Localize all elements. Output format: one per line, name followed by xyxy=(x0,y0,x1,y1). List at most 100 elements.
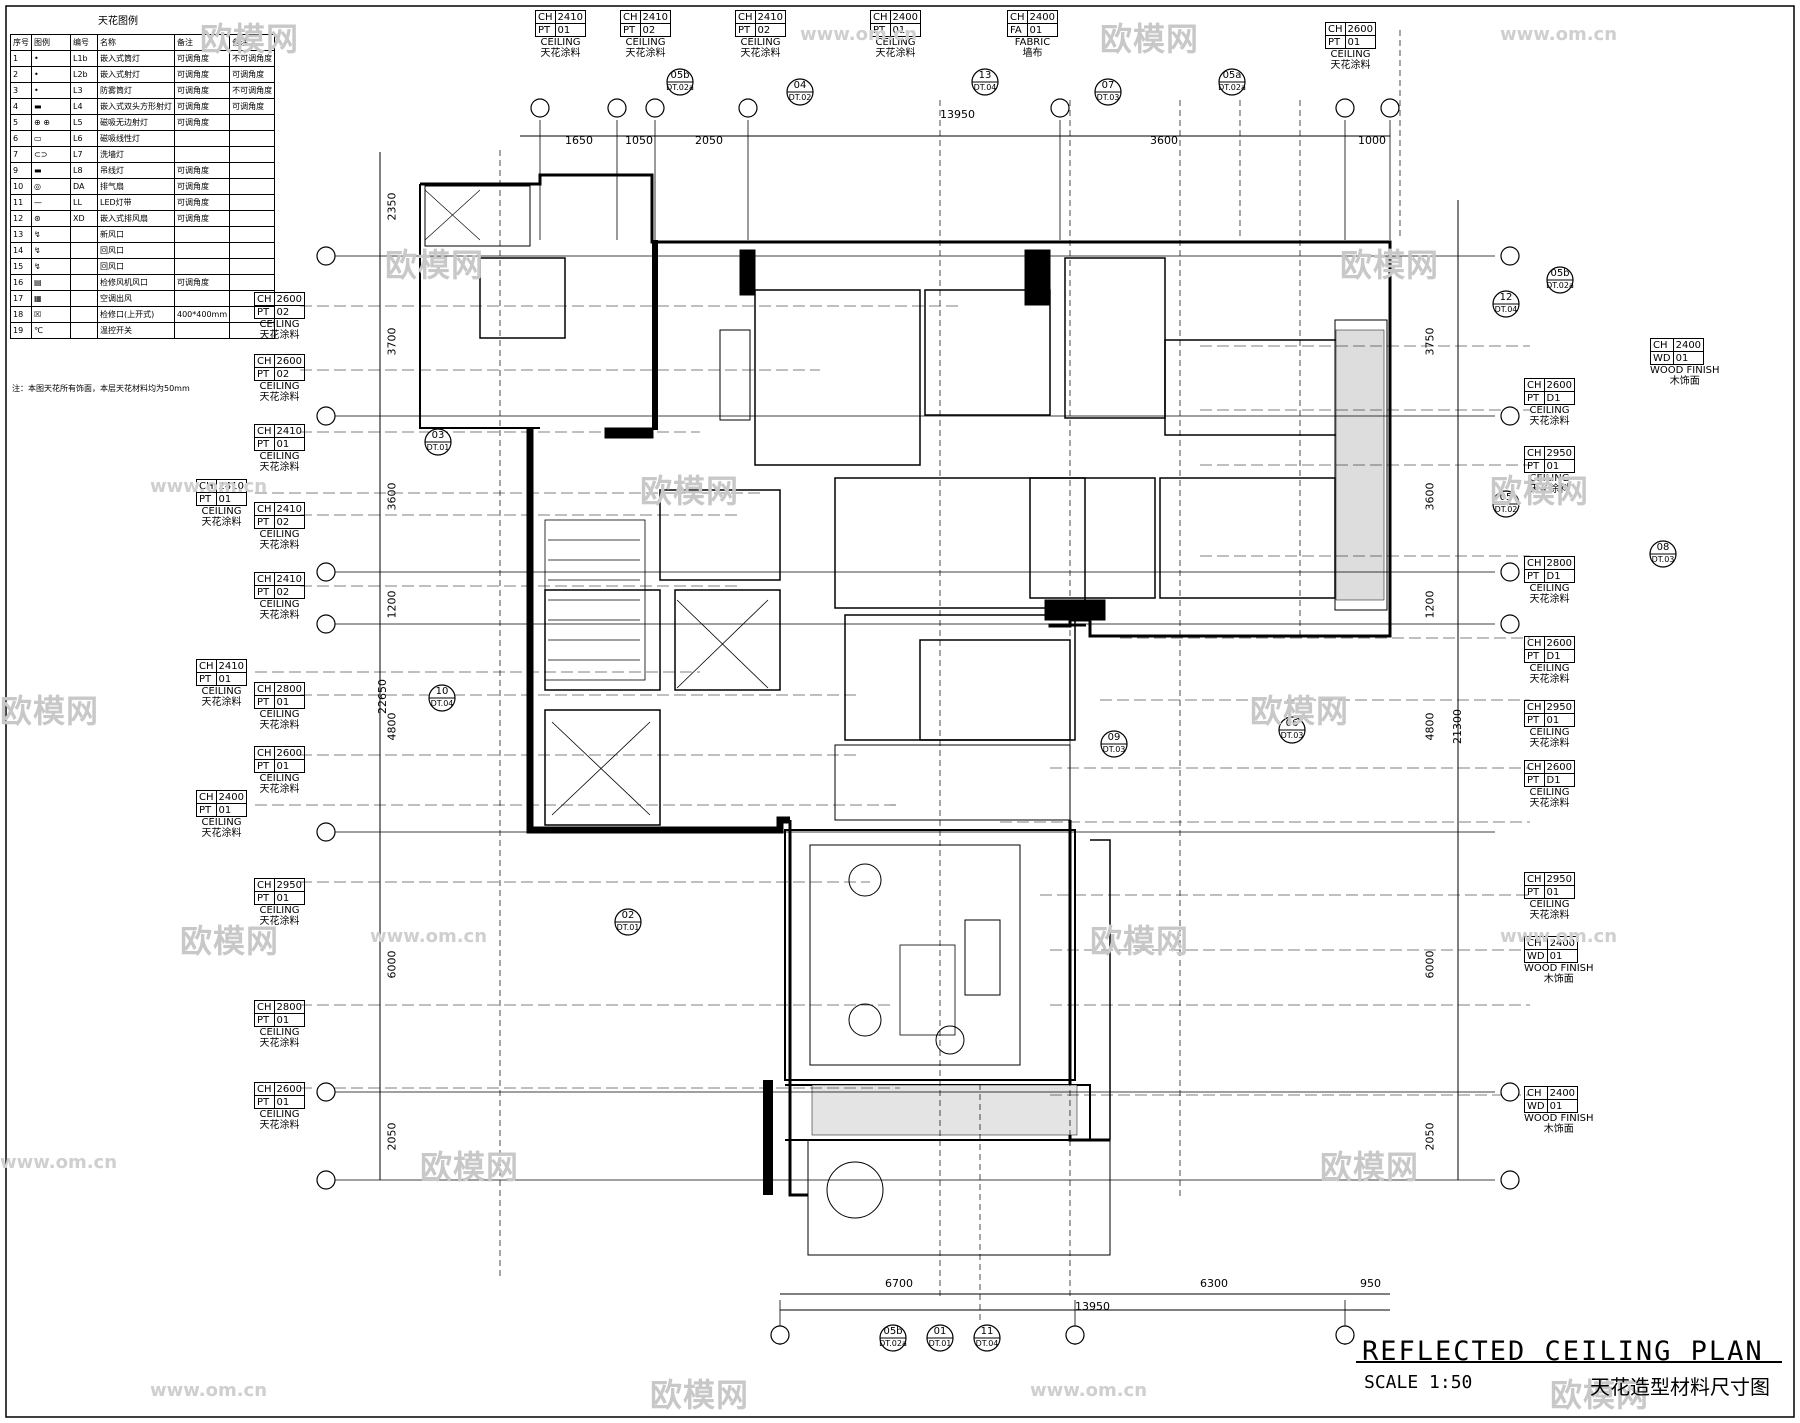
grid-bubble xyxy=(645,98,665,118)
legend-row: 15↯回风口 xyxy=(10,258,276,275)
grid-bubble xyxy=(316,246,336,266)
watermark-url: www.om.cn xyxy=(800,24,918,45)
section-ref: DT.04 xyxy=(975,1339,999,1348)
tag-height: 2600 xyxy=(1543,636,1575,650)
dimension-label: 4800 xyxy=(385,712,399,741)
tag-code: D1 xyxy=(1543,569,1575,583)
tag-name: CEILING xyxy=(1330,49,1371,60)
section-marker-symbol xyxy=(1649,540,1677,568)
tag-code: 01 xyxy=(1546,1099,1579,1113)
tag-code: 01 xyxy=(1026,23,1058,37)
tag-material: PT xyxy=(254,305,275,319)
watermark-text: 欧模网 xyxy=(1490,472,1590,510)
tag-name-zh: 木饰面 xyxy=(1543,974,1574,985)
section-marker-symbol xyxy=(428,684,456,712)
tag-name-zh: 天花涂料 xyxy=(201,697,242,708)
section-marker-symbol xyxy=(424,428,452,456)
tag-code: 01 xyxy=(273,437,305,451)
tag-name-zh: 天花涂料 xyxy=(1330,60,1371,71)
tag-height: 2600 xyxy=(1543,760,1575,774)
section-ref: DT.01 xyxy=(426,443,450,452)
watermark-url: www.om.cn xyxy=(150,1380,268,1401)
tag-name-zh: 天花涂料 xyxy=(875,48,916,59)
watermark-text: 欧模网 xyxy=(385,246,485,284)
grid-bubble xyxy=(607,98,627,118)
watermark-text: 欧模网 xyxy=(200,20,300,58)
watermark-text: 欧模网 xyxy=(0,692,100,730)
watermark-text: 欧模网 xyxy=(1550,1376,1650,1414)
dimension-label: 3600 xyxy=(1423,482,1437,511)
section-id: 04 xyxy=(793,80,807,91)
tag-height: 2800 xyxy=(273,1000,305,1014)
tag-name: CEILING xyxy=(875,37,916,48)
tag-material: PT xyxy=(1524,569,1545,583)
tag-height: 2410 xyxy=(639,10,671,24)
dimension-label: 2050 xyxy=(385,1122,399,1151)
tag-ch-label: CH xyxy=(254,1082,275,1096)
tag-name-zh: 天花涂料 xyxy=(740,48,781,59)
section-ref: DT.02a xyxy=(1546,281,1574,290)
tag-name: CEILING xyxy=(259,381,300,392)
tag-code: 01 xyxy=(554,23,586,37)
tag-name: CEILING xyxy=(259,1027,300,1038)
section-marker-symbol xyxy=(1218,68,1246,96)
tag-name: CEILING xyxy=(201,506,242,517)
tag-name: CEILING xyxy=(740,37,781,48)
tag-height: 2950 xyxy=(273,878,305,892)
tag-name-zh: 天花涂料 xyxy=(1529,416,1570,427)
section-marker-symbol xyxy=(614,908,642,936)
tag-name: CEILING xyxy=(540,37,581,48)
tag-name: CEILING xyxy=(625,37,666,48)
dimension-label: 3600 xyxy=(385,482,399,511)
section-id: 05b xyxy=(670,70,690,81)
tag-name: CEILING xyxy=(1529,727,1570,738)
tag-material: PT xyxy=(254,515,275,529)
grid-bubble xyxy=(1500,614,1520,634)
tag-name-zh: 木饰面 xyxy=(1543,1124,1574,1135)
section-id: 05a xyxy=(1222,70,1242,81)
watermark-text: 欧模网 xyxy=(1090,922,1190,960)
tag-material: WD xyxy=(1524,949,1548,963)
tag-material: PT xyxy=(196,672,217,686)
tag-height: 2600 xyxy=(1344,22,1376,36)
tag-ch-label: CH xyxy=(254,292,275,306)
tag-ch-label: CH xyxy=(254,682,275,696)
section-id: 12 xyxy=(1499,292,1513,303)
tag-code: 01 xyxy=(273,1095,305,1109)
tag-name-zh: 天花涂料 xyxy=(259,1120,300,1131)
grid-bubble xyxy=(316,1082,336,1102)
tag-name: CEILING xyxy=(259,709,300,720)
tag-code: 02 xyxy=(273,305,305,319)
tag-code: 02 xyxy=(754,23,786,37)
tag-ch-label: CH xyxy=(254,572,275,586)
section-ref: DT.01 xyxy=(616,923,640,932)
tag-code: 01 xyxy=(1543,459,1575,473)
grid-bubble xyxy=(1065,1325,1085,1345)
section-ref: DT.03 xyxy=(1102,745,1126,754)
tag-ch-label: CH xyxy=(1524,556,1545,570)
tag-code: 01 xyxy=(215,803,247,817)
tag-code: 01 xyxy=(215,492,247,506)
tag-name: CEILING xyxy=(1529,663,1570,674)
watermark-text: 欧模网 xyxy=(1340,246,1440,284)
tag-name-zh: 天花涂料 xyxy=(1529,484,1570,495)
tag-ch-label: CH xyxy=(1524,760,1545,774)
section-marker-symbol xyxy=(971,68,999,96)
section-ref: DT.03 xyxy=(1280,731,1304,740)
tag-name-zh: 天花涂料 xyxy=(201,828,242,839)
